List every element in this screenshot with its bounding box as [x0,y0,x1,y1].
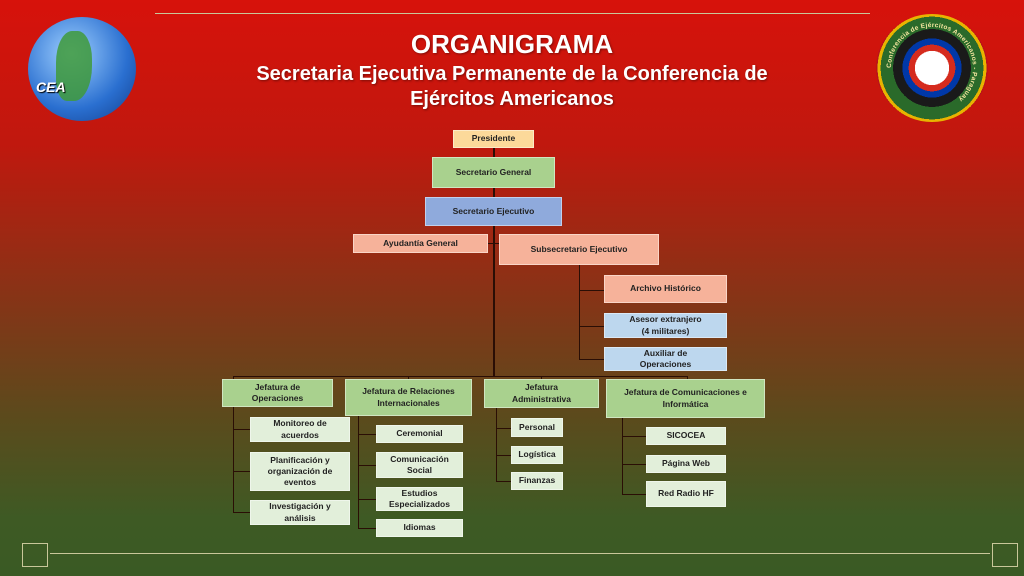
connector-line [496,428,511,429]
box-secretario-ejecutivo: Secretario Ejecutivo [425,197,562,226]
box-comunicacion-social: Comunicación Social [376,452,463,478]
connector-line [233,376,234,380]
box-investigacion: Investigación y análisis [250,500,350,525]
connector-line [579,265,580,360]
cea-globe-logo: CEA [28,17,136,121]
box-planificacion: Planificación y organización de eventos [250,452,350,491]
box-sicocea: SICOCEA [646,427,726,445]
connector-line [496,408,497,482]
box-auxiliar-operaciones: Auxiliar de Operaciones [604,347,727,371]
connector-line [687,376,688,380]
box-jefatura-operaciones: Jefatura de Operaciones [222,379,333,407]
page-subtitle: Secretaria Ejecutiva Permanente de la Co… [256,63,768,85]
connector-line [579,359,604,360]
box-subsecretario-ejecutivo: Subsecretario Ejecutivo [499,234,659,265]
connector-line [488,243,499,244]
connector-line [358,499,376,500]
connector-line [541,376,542,380]
connector-line [622,436,646,437]
connector-line [579,326,604,327]
connector-line [408,376,409,380]
box-idiomas: Idiomas [376,519,463,537]
page-title: ORGANIGRAMA [410,29,614,59]
box-personal: Personal [511,418,563,437]
connector-line [622,494,646,495]
box-jefatura-comunicaciones: Jefatura de Comunicaciones e Informática [606,379,765,418]
connector-line [233,376,688,377]
box-pagina-web: Página Web [646,455,726,473]
box-red-radio-hf: Red Radio HF [646,481,726,507]
connector-line [358,434,376,435]
cea-paraguay-seal-logo: Conferencia de Ejércitos Americanos - Pa… [876,14,988,122]
box-secretario-general: Secretario General [432,157,555,188]
box-finanzas: Finanzas [511,472,563,490]
connector-line [233,407,234,513]
connector-line [233,471,250,472]
box-presidente: Presidente [453,130,534,148]
corner-square [22,543,48,567]
connector-line [493,148,495,377]
connector-line [496,455,511,456]
box-jefatura-relaciones: Jefatura de Relaciones Internacionales [345,379,472,416]
box-monitoreo: Monitoreo de acuerdos [250,417,350,442]
box-estudios-especializados: Estudios Especializados [376,487,463,511]
bottom-divider [50,553,990,554]
corner-square [992,543,1018,567]
box-archivo-historico: Archivo Histórico [604,275,727,303]
box-ayudantia-general: Ayudantía General [353,234,488,253]
box-asesor-extranjero: Asesor extranjero (4 militares) [604,313,727,338]
page-subtitle-2: Ejércitos Americanos [410,88,614,110]
connector-line [358,528,376,529]
connector-line [622,418,623,495]
connector-line [358,465,376,466]
connector-line [233,512,250,513]
box-logistica: Logística [511,446,563,464]
top-divider [155,13,870,14]
box-ceremonial: Ceremonial [376,425,463,443]
connector-line [496,481,511,482]
connector-line [233,429,250,430]
connector-line [579,290,604,291]
connector-line [622,464,646,465]
box-jefatura-administrativa: Jefatura Administrativa [484,379,599,408]
connector-line [358,416,359,529]
